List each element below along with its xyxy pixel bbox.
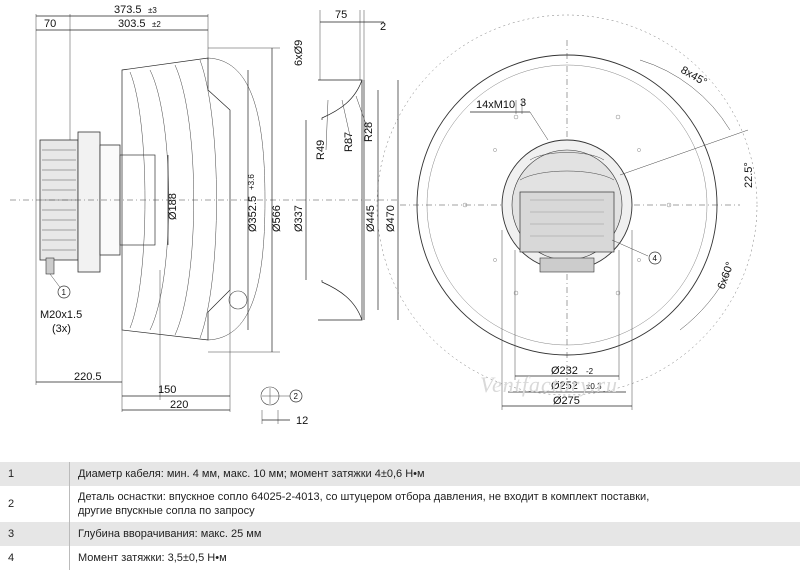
dim-dia-188: Ø188 [167, 193, 179, 220]
note-number: 4 [0, 546, 70, 570]
dim-dia-566: Ø566 [271, 205, 283, 232]
dim-8x45: 8x45° [679, 64, 709, 89]
note-row-3: 3 Глубина вворачивания: макс. 25 мм [0, 522, 800, 546]
dim-dia-445: Ø445 [365, 205, 377, 232]
note-row-1: 1 Диаметр кабеля: мин. 4 мм, макс. 10 мм… [0, 462, 800, 486]
dim-r49: R49 [315, 140, 327, 160]
dim-dia-232: Ø232 [551, 365, 578, 377]
note-row-4: 4 Момент затяжки: 3,5±0,5 Н•м [0, 546, 800, 570]
dim-dia-470: Ø470 [385, 205, 397, 232]
dim-dia-252-tol: ±0.3 [586, 382, 602, 391]
dim-impeller-length-tol: ±2 [152, 20, 161, 29]
dim-holes: 6xØ9 [293, 40, 305, 66]
callout-4: 4 [653, 254, 658, 263]
note-text: Глубина вворачивания: макс. 25 мм [78, 528, 262, 540]
dim-overall-length: 373.5 [114, 4, 142, 16]
dim-dia-337: Ø337 [293, 205, 305, 232]
dim-220-5: 220.5 [74, 371, 102, 383]
callout-2: 2 [294, 392, 299, 401]
watermark: Ventfactory.ru [480, 372, 618, 397]
dim-dia-275: Ø275 [553, 395, 580, 407]
note-text: Момент затяжки: 3,5±0,5 Н•м [78, 552, 227, 564]
dim-r87: R87 [343, 132, 355, 152]
dim-75: 75 [335, 9, 347, 21]
dim-2: 2 [380, 21, 386, 33]
dim-thread: 14xM10 [476, 99, 515, 111]
dim-6x60: 6x60° [716, 260, 737, 291]
dim-impeller-length: 303.5 [118, 18, 146, 30]
cable-thread: M20x1.5 [40, 309, 82, 321]
note-text: Диаметр кабеля: мин. 4 мм, макс. 10 мм; … [78, 468, 425, 480]
dim-thread-depth: 3 [520, 97, 526, 109]
callout-1: 1 [62, 288, 67, 297]
note-text: Деталь оснастки: впускное сопло 64025-2-… [78, 491, 650, 503]
dim-r28: R28 [363, 122, 375, 142]
dim-dia-352: Ø352.5 [247, 196, 259, 232]
dim-dia-352-tol: +3.6 [247, 174, 256, 190]
side-view: 373.5 ±3 303.5 ±2 70 [10, 4, 300, 412]
dim-22-5: 22.5° [743, 162, 755, 188]
dim-150: 150 [158, 384, 176, 396]
front-view: 14xM10 3 8x45° 22.5° 6x60° 4 Ø232 -2 Ø25… [376, 14, 758, 410]
dim-dia-232-tol: -2 [586, 367, 594, 376]
note-number: 1 [0, 462, 70, 486]
dim-12: 12 [296, 415, 308, 427]
cable-count: (3x) [52, 323, 71, 335]
dim-dia-252: Ø252 [551, 380, 578, 392]
note-number: 2 [0, 486, 70, 522]
dim-motor-offset: 70 [44, 18, 56, 30]
note-number: 3 [0, 522, 70, 546]
note-text-cont: другие впускные сопла по запросу [78, 505, 255, 517]
note-row-2: 2 Деталь оснастки: впускное сопло 64025-… [0, 486, 800, 522]
dim-overall-length-tol: ±3 [148, 6, 157, 15]
technical-drawing: 373.5 ±3 303.5 ±2 70 [10, 4, 758, 427]
dim-220: 220 [170, 399, 188, 411]
notes-table: 1 Диаметр кабеля: мин. 4 мм, макс. 10 мм… [0, 462, 800, 570]
section-view: 75 2 6xØ9 R49 R87 R28 Ø337 Ø445 Ø470 2 1… [260, 9, 400, 427]
